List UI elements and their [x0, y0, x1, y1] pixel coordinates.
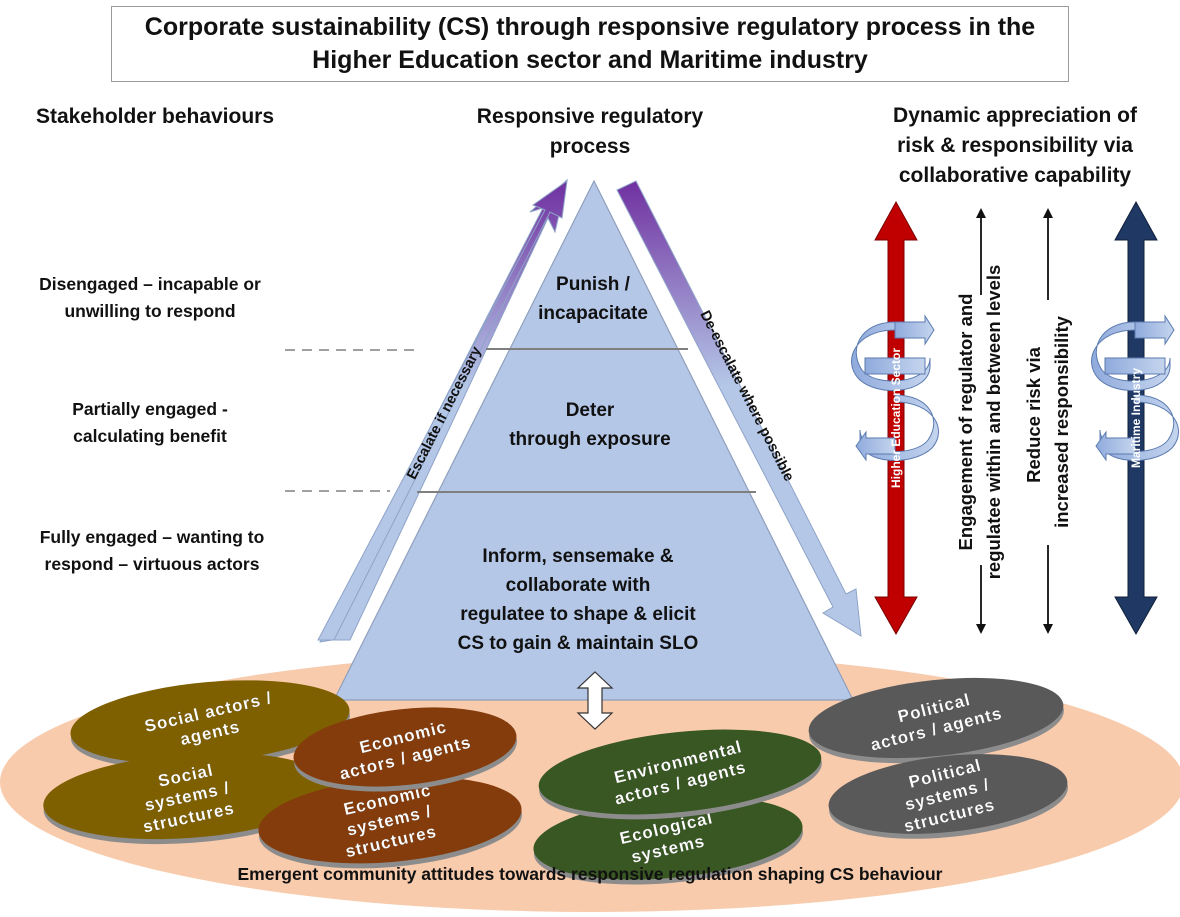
disc-political-systems-face — [828, 754, 1068, 834]
maritime-industry-label: Maritime Industry — [1129, 368, 1143, 468]
pyramid-bottom-line-1: Inform, sensemake & — [482, 546, 673, 567]
right-header-line-1: Dynamic appreciation of — [893, 104, 1137, 127]
pyramid-top-line-2: incapacitate — [538, 303, 648, 324]
title-line-2: Higher Education sector and Maritime ind… — [312, 46, 868, 74]
behaviour-line: Disengaged – incapable or — [39, 274, 261, 294]
pyramid-middle-line-1: Deter — [566, 400, 615, 421]
stakeholder-behaviours-header: Stakeholder behaviours — [35, 105, 275, 128]
disc-social-actors-face — [70, 680, 350, 764]
pyramid-top-line-1: Punish / — [556, 274, 631, 295]
disc-social-systems-face — [43, 752, 333, 840]
behaviour-line: respond – virtuous actors — [44, 554, 260, 574]
engagement-label-line-1: Engagement of regulator and — [955, 294, 976, 551]
center-header-line-1: Responsive regulatory — [476, 105, 704, 128]
center-header-line-2: process — [549, 135, 631, 158]
dynamic-appreciation-header: Dynamic appreciation of risk & responsib… — [850, 101, 1180, 191]
maritime-industry-arrow — [1114, 200, 1158, 636]
base-caption: Emergent community attitudes towards res… — [238, 864, 943, 884]
behaviour-fully-engaged: Fully engaged – wanting to respond – vir… — [2, 524, 302, 578]
engagement-arrow — [976, 208, 986, 634]
title-box: Corporate sustainability (CS) through re… — [111, 6, 1069, 82]
responsive-regulatory-process-header: Responsive regulatory process — [420, 102, 760, 162]
pyramid-bottom-line-2: collaborate with — [506, 575, 651, 596]
pyramid-middle-line-2: through exposure — [509, 429, 671, 450]
right-header-line-2: risk & responsibility via — [897, 134, 1133, 157]
behaviour-line: unwilling to respond — [64, 301, 236, 321]
pyramid-bottom-line-3: regulatee to shape & elicit — [460, 604, 696, 625]
higher-education-sector-label: Higher Education Sector — [889, 348, 903, 488]
higher-education-spiral-icon — [851, 314, 939, 462]
behaviour-line: Fully engaged – wanting to — [39, 527, 265, 547]
higher-education-arrow — [874, 200, 918, 636]
disc-social-actors: Social actors /agents — [70, 680, 350, 769]
deescalate-arrow — [616, 180, 862, 637]
disc-political-actors-face — [808, 677, 1064, 759]
disc-economic-actors-face — [293, 707, 517, 787]
behaviour-line: calculating benefit — [73, 426, 227, 446]
engagement-label-line-2: regulatee within and between levels — [983, 265, 1004, 580]
risk-label-line-2: increased responsibility — [1051, 315, 1072, 528]
behaviour-disengaged: Disengaged – incapable or unwilling to r… — [0, 271, 300, 325]
escalate-arrow — [317, 178, 568, 643]
disc-environmental-actors-face — [538, 729, 822, 815]
title-line-1: Corporate sustainability (CS) through re… — [144, 13, 1036, 41]
behaviour-partially-engaged: Partially engaged - calculating benefit — [0, 396, 300, 450]
bidirectional-arrow-icon — [576, 671, 614, 730]
risk-label-line-1: Reduce risk via — [1023, 346, 1044, 482]
maritime-spiral-icon — [1091, 314, 1179, 462]
risk-arrow — [1043, 208, 1053, 634]
behaviour-line: Partially engaged - — [72, 399, 228, 419]
disc-economic-systems-face — [258, 776, 522, 864]
pyramid-bottom-line-4: CS to gain & maintain SLO — [458, 633, 699, 654]
right-header-line-3: collaborative capability — [898, 164, 1132, 187]
